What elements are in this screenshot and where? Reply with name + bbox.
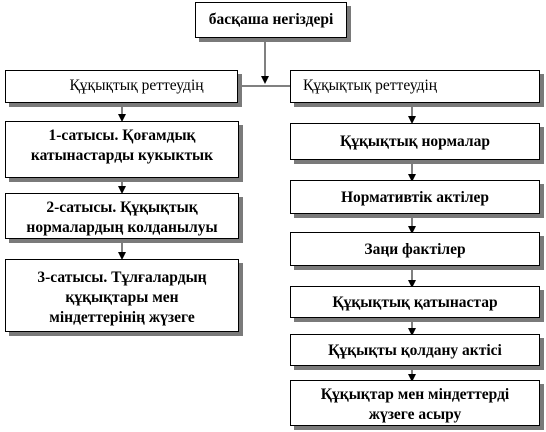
right-stage-3-text: Заңи фактілер xyxy=(364,241,466,258)
left-stage-1-text: 1-сатысы. Қоғамдық катынастарды кукыктык xyxy=(30,127,214,164)
right-stage-4-text: Құқықтық қатынастар xyxy=(332,294,498,311)
left-stage-2-text: 2-сатысы. Құқықтық нормалардың колданылу… xyxy=(26,199,218,236)
right-stage-1: Құқықтық нормалар xyxy=(290,123,540,160)
left-title-text: Құқықтық реттеудің xyxy=(69,77,204,94)
top-box-text: басқаша негіздері xyxy=(208,11,334,28)
right-stage-6-text: Құқықтар мен міндеттерді жүзеге асыру xyxy=(320,386,510,423)
left-stage-3-text: 3-сатысы. Тұлғалардың құқықтары мен мінд… xyxy=(37,269,207,326)
right-stage-5-text: Құқықты қолдану актісі xyxy=(328,342,502,359)
right-stage-2-text: Нормативтік актілер xyxy=(340,189,490,206)
right-title-box: Құқықтық реттеудің xyxy=(290,70,540,103)
right-stage-2: Нормативтік актілер xyxy=(290,180,540,214)
top-box: басқаша негіздері xyxy=(195,2,347,38)
right-stage-1-text: Құқықтық нормалар xyxy=(340,133,490,150)
right-title-text: Құқықтық реттеудің xyxy=(303,77,438,94)
right-stage-4: Құқықтық қатынастар xyxy=(290,286,540,318)
right-stage-3: Заңи фактілер xyxy=(290,232,540,266)
left-stage-1: 1-сатысы. Қоғамдық катынастарды кукыктык xyxy=(5,121,239,178)
left-stage-3: 3-сатысы. Тұлғалардың құқықтары мен мінд… xyxy=(5,259,239,332)
right-stage-5: Құқықты қолдану актісі xyxy=(290,334,540,366)
left-title-box: Құқықтық реттеудің xyxy=(5,70,238,103)
right-stage-6: Құқықтар мен міндеттерді жүзеге асыру xyxy=(290,380,540,426)
left-stage-2: 2-сатысы. Құқықтық нормалардың колданылу… xyxy=(5,193,239,239)
